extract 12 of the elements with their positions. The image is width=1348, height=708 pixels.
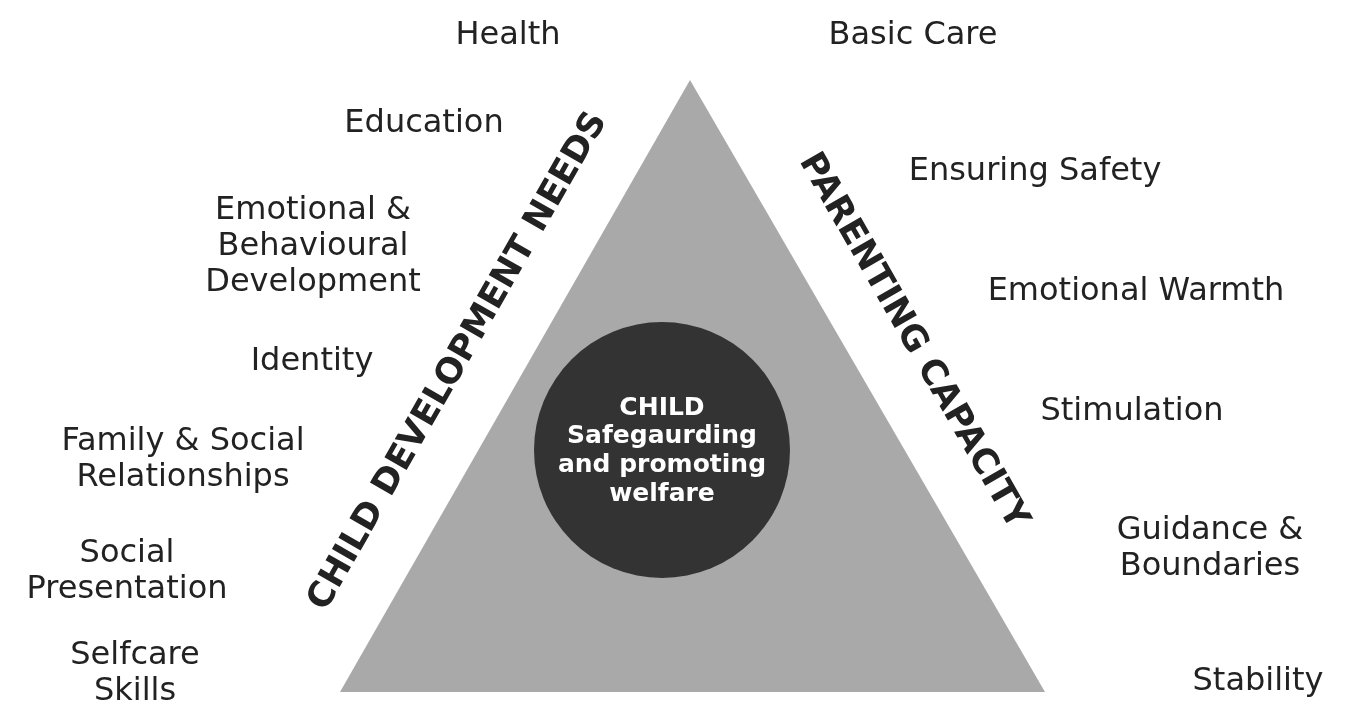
need-label: Emotional Warmth [986, 272, 1286, 308]
need-label: Selfcare Skills [69, 636, 201, 708]
need-label: Guidance & Boundaries [1115, 511, 1305, 583]
need-label: Family & Social Relationships [60, 422, 306, 494]
need-label: Social Presentation [25, 534, 229, 606]
need-label: Stimulation [1039, 392, 1225, 428]
need-label: Stability [1191, 662, 1325, 698]
circle-text: Safegaurding and promoting welfare [556, 421, 768, 508]
need-label: Education [343, 104, 505, 140]
need-label: Basic Care [827, 16, 999, 52]
need-label: Health [454, 16, 562, 52]
circle-title: CHILD [618, 392, 706, 422]
